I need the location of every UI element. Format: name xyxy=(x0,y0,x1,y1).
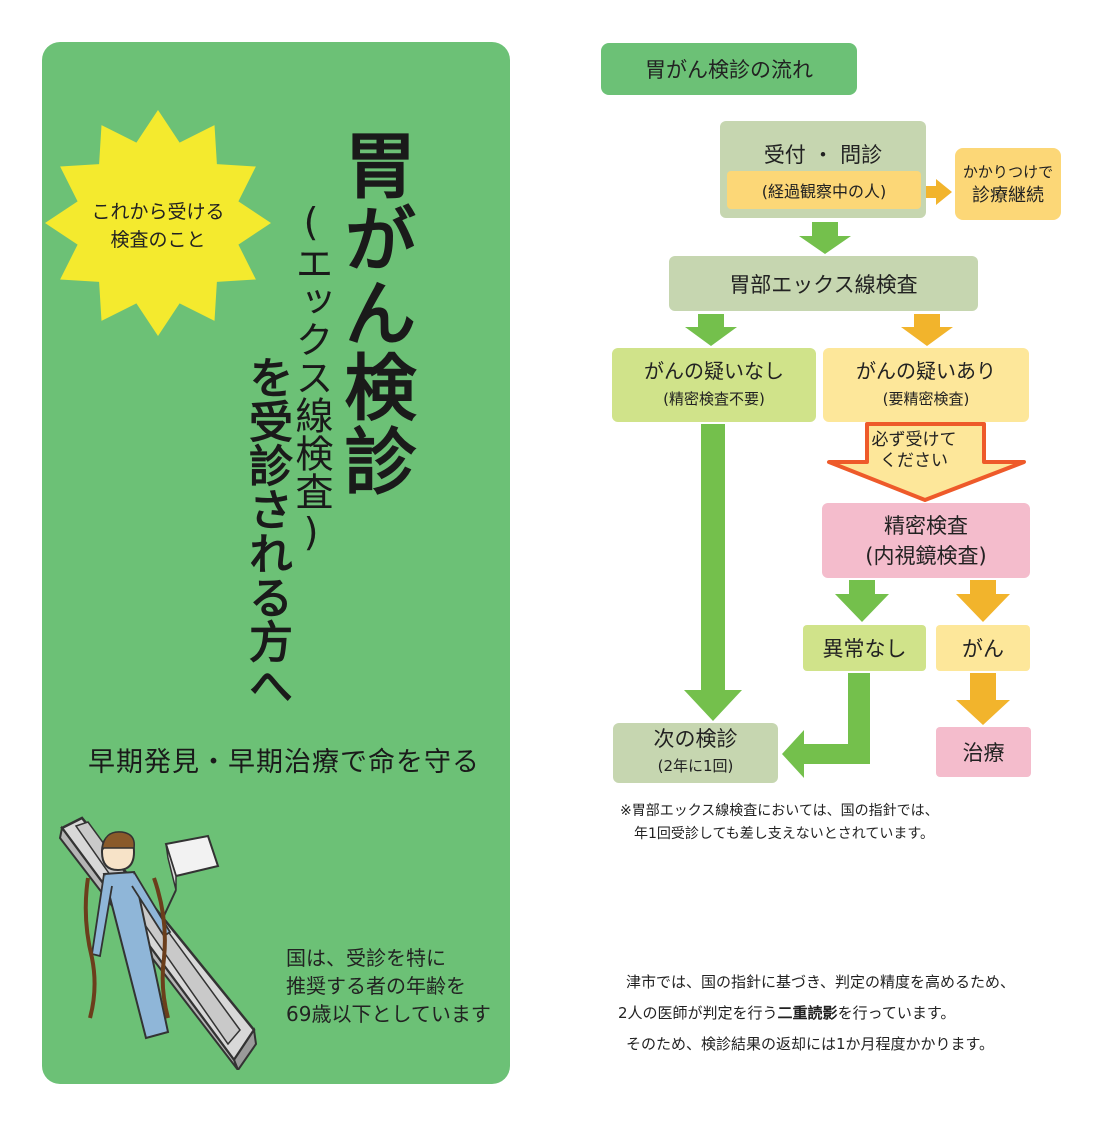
title-suffix: を受診される方へ xyxy=(241,355,292,707)
arrow-no-suspicion-to-next xyxy=(684,424,742,721)
flow-title: 胃がん検診の流れ xyxy=(601,43,857,95)
treatment-box: 治療 xyxy=(936,727,1031,777)
sub-title: (エックス線検査) xyxy=(289,200,333,554)
age-note: 国は、受診を特に 推奨する者の年齢を 69歳以下としています xyxy=(286,944,491,1028)
bottom-note-line-2a: 2人の医師が判定を行う xyxy=(618,1004,778,1022)
starburst-badge xyxy=(45,110,271,336)
no-suspicion-box: がんの疑いなし (精密検査不要) xyxy=(612,348,816,422)
family-doctor-line-1: かかりつけで xyxy=(962,163,1054,181)
cancer-result-box: がん xyxy=(936,625,1030,671)
arrow-xray-to-no-suspicion xyxy=(685,314,737,346)
bottom-note-line-2b: を行っています。 xyxy=(837,1004,956,1022)
footnote-line-2: 年1回受診しても差し支えないとされています。 xyxy=(634,826,934,842)
detailed-exam-line-1: 精密検査 xyxy=(884,513,968,538)
arrow-normal-to-next xyxy=(782,673,870,778)
next-screening-note: (2年に1回) xyxy=(657,757,734,775)
no-suspicion-note: (精密検査不要) xyxy=(663,390,765,408)
suspicion-title: がんの疑いあり xyxy=(856,359,996,383)
age-note-line-3: 69歳以下としています xyxy=(286,1002,491,1026)
must-receive-text: 必ず受けて ください xyxy=(856,430,972,472)
double-reading-term: 二重読影 xyxy=(777,1004,838,1022)
badge-line-1: これから受ける xyxy=(91,201,225,223)
arrow-xray-to-suspicion xyxy=(901,314,953,346)
next-screening-title: 次の検診 xyxy=(653,727,738,751)
bottom-note-line-1: 津市では、国の指針に基づき、判定の精度を高めるため、 xyxy=(626,973,1015,991)
detailed-exam-line-2: (内視鏡検査) xyxy=(865,543,987,568)
arrow-cancer-to-treatment xyxy=(956,673,1010,725)
badge-text: これから受ける 検査のこと xyxy=(78,198,238,254)
observation-box: (経過観察中の人) xyxy=(727,171,921,209)
family-doctor-box: かかりつけで 診療継続 xyxy=(955,148,1061,220)
normal-result-box: 異常なし xyxy=(803,625,926,671)
arrow-observation-to-family-doctor xyxy=(921,179,952,205)
arrow-detailed-to-cancer xyxy=(956,580,1010,622)
bottom-note-line-3: そのため、検診結果の返却には1か月程度かかります。 xyxy=(626,1035,995,1053)
patient-xray-illustration xyxy=(58,816,258,1070)
footnote-line-1: ※胃部エックス線検査においては、国の指針では、 xyxy=(620,803,939,819)
footnote: ※胃部エックス線検査においては、国の指針では、 年1回受診しても差し支えないとさ… xyxy=(620,800,939,846)
suspicion-box: がんの疑いあり (要精密検査) xyxy=(823,348,1029,422)
badge-line-2: 検査のこと xyxy=(110,229,206,251)
no-suspicion-title: がんの疑いなし xyxy=(644,359,784,383)
bottom-note-line-2: 2人の医師が判定を行う二重読影を行っています。 xyxy=(618,998,1015,1029)
detailed-exam-box: 精密検査 (内視鏡検査) xyxy=(822,503,1030,578)
arrow-detailed-to-normal xyxy=(835,580,889,622)
must-receive-arrow xyxy=(827,422,1026,502)
main-title: 胃がん検診 xyxy=(332,128,416,498)
next-screening-box: 次の検診 (2年に1回) xyxy=(613,723,778,783)
reception-label: 受付 ・ 問診 xyxy=(763,143,883,167)
bottom-note: 津市では、国の指針に基づき、判定の精度を高めるため、 2人の医師が判定を行う二重… xyxy=(618,967,1015,1060)
must-receive-line-1: 必ず受けて xyxy=(871,430,957,450)
xray-exam-box: 胃部エックス線検査 xyxy=(669,256,978,311)
must-receive-line-2: ください xyxy=(880,451,948,471)
family-doctor-line-2: 診療継続 xyxy=(972,185,1044,206)
arrow-reception-to-xray xyxy=(799,222,851,254)
age-note-line-2: 推奨する者の年齢を xyxy=(286,974,466,998)
age-note-line-1: 国は、受診を特に xyxy=(286,946,446,970)
suspicion-note: (要精密検査) xyxy=(882,390,970,408)
slogan: 早期発見・早期治療で命を守る xyxy=(88,747,480,778)
